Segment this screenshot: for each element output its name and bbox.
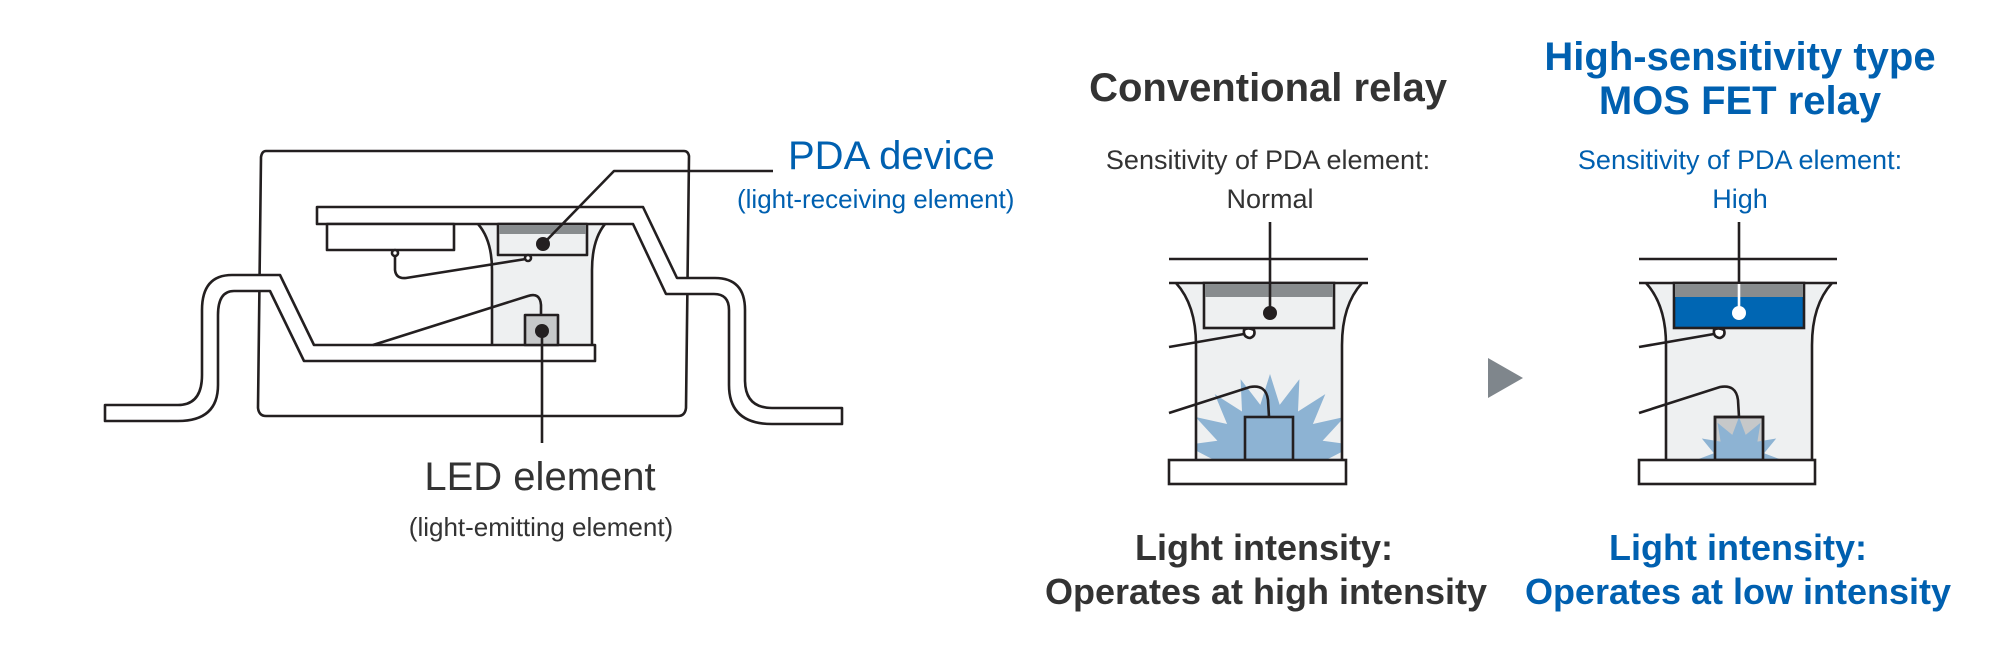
conventional-relay-detail [1167, 222, 1368, 486]
pda-device-label: PDA device [788, 134, 995, 178]
conventional-sensitivity-label: Sensitivity of PDA element: [1105, 145, 1431, 175]
led-chip [1243, 415, 1295, 462]
bond-ball [390, 248, 400, 258]
high-sensitivity-intensity-label: Light intensity: [1609, 527, 1867, 568]
bond-wire-2 [1168, 385, 1271, 418]
bond-ball [523, 253, 533, 263]
pda-band [499, 225, 586, 234]
high-sensitivity-title-line2: MOS FET relay [1598, 79, 1882, 123]
pda-device-sublabel: (light-receiving element) [737, 184, 1015, 214]
led-element-sublabel: (light-emitting element) [408, 512, 674, 542]
high-sensitivity-relay-detail [1637, 222, 1837, 486]
base-plate [1637, 458, 1817, 486]
base-plate [1167, 458, 1348, 486]
bond-wire-1 [1168, 332, 1245, 349]
package-cross-section [103, 149, 844, 443]
pda-leader-line [542, 169, 773, 245]
cavity-right-wall [1340, 282, 1363, 460]
cavity-right-wall [1810, 282, 1833, 460]
cavity-right-wall [590, 223, 607, 345]
conventional-sensitivity-value: Normal [1226, 184, 1314, 214]
bond-wire-1 [1638, 332, 1715, 349]
cavity-left-wall [477, 223, 494, 345]
light-burst-strong [1196, 374, 1342, 460]
bond-wire-1 [393, 256, 527, 280]
lower-lead-frame [103, 273, 597, 423]
high-sensitivity-intensity-value: Operates at low intensity [1524, 571, 1952, 612]
conventional-intensity-value: Operates at high intensity [1044, 571, 1488, 612]
cavity-left-wall [1175, 282, 1198, 460]
high-sensitivity-sensitivity-value: High [1712, 184, 1768, 214]
mosfet-chip [325, 222, 456, 252]
bond-ball [1242, 327, 1256, 340]
transition-arrow-icon [1488, 358, 1523, 398]
led-element-label: LED element [424, 455, 656, 499]
upper-lead-frame [315, 205, 844, 426]
conventional-intensity-label: Light intensity: [1135, 527, 1393, 568]
bond-wire-2 [372, 293, 543, 347]
bond-wire-2 [1638, 385, 1741, 418]
cavity-left-wall [1645, 282, 1668, 460]
package-body [256, 149, 691, 418]
bond-ball [1712, 327, 1726, 340]
high-sensitivity-sensitivity-label: Sensitivity of PDA element: [1577, 145, 1903, 175]
conventional-relay-title: Conventional relay [1089, 66, 1447, 110]
high-sensitivity-title-line1: High-sensitivity type [1544, 35, 1936, 79]
pda-marker-dot [1732, 306, 1746, 320]
